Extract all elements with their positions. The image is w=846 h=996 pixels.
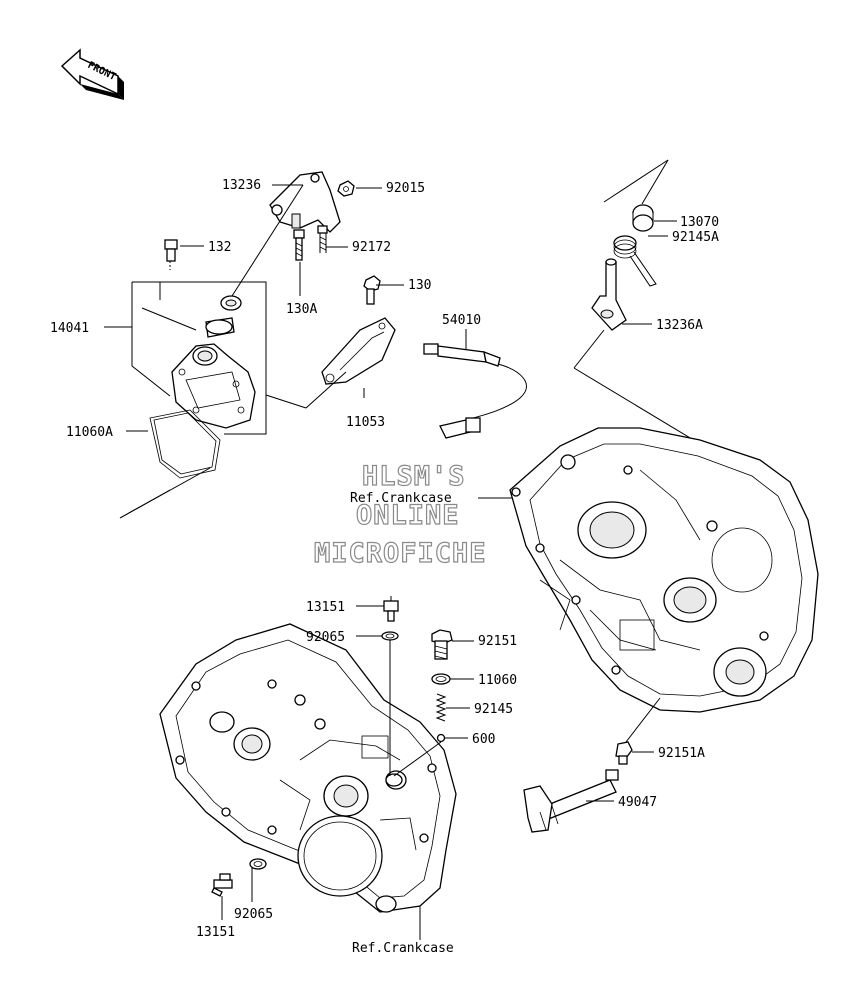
sensor-bracket-11053 (321, 317, 396, 385)
bolt-132 (164, 239, 178, 270)
bolt-92151 (431, 629, 453, 660)
bolt-130A (293, 229, 305, 261)
washer-11060 (431, 673, 451, 685)
gasket-11060A (149, 409, 221, 479)
crankcase-right (509, 427, 819, 713)
label-13151-lower: 13151 (196, 925, 235, 940)
label-130: 130 (408, 278, 431, 293)
leader (641, 159, 669, 205)
bracket-14041 (131, 281, 267, 435)
collar-13070 (632, 204, 654, 232)
label-13151-upper: 13151 (306, 600, 345, 615)
washer-92065-upper (381, 631, 399, 641)
lever-13236A (591, 258, 627, 331)
label-11060A: 11060A (66, 425, 113, 440)
spring-92145 (435, 693, 447, 722)
ref-crankcase-upper: Ref.Crankcase (350, 491, 452, 506)
leader-lines (104, 184, 677, 940)
label-92151: 92151 (478, 634, 517, 649)
switch-13151-lower (211, 873, 233, 897)
label-13236A: 13236A (656, 318, 703, 333)
part-labels: 13236 92015 132 92172 130A 14041 130 540… (50, 178, 719, 956)
label-11053: 11053 (346, 415, 385, 430)
label-600: 600 (472, 732, 495, 747)
pipe-fitting (385, 773, 403, 787)
watermark-line2: ONLINE (356, 500, 460, 531)
switch-13151-upper (383, 596, 399, 622)
shift-bracket-13236 (269, 171, 341, 233)
ball-600 (436, 733, 446, 743)
shift-cover-housing (171, 343, 256, 429)
front-arrow-icon: FRONT (60, 48, 124, 100)
label-92151A: 92151A (658, 746, 705, 761)
leader (573, 329, 605, 369)
seal-14041 (205, 295, 242, 338)
label-92065-lower: 92065 (234, 907, 273, 922)
watermark: HLSM'S ONLINE MICROFICHE (313, 460, 487, 569)
watermark-line1: HLSM'S (362, 461, 466, 492)
label-132: 132 (208, 240, 231, 255)
spring-92145A (613, 235, 657, 287)
label-92145: 92145 (474, 702, 513, 717)
label-13236: 13236 (222, 178, 261, 193)
washer-92065-lower (249, 858, 267, 870)
label-14041: 14041 (50, 321, 89, 336)
bolt-130 (363, 275, 381, 305)
bolt-92151A (615, 741, 633, 765)
label-130A: 130A (286, 302, 317, 317)
shift-shaft-49047 (523, 769, 619, 833)
leader (603, 159, 669, 203)
ref-crankcase-lower: Ref.Crankcase (352, 941, 454, 956)
label-11060: 11060 (478, 673, 517, 688)
label-54010: 54010 (442, 313, 481, 328)
label-13070: 13070 (680, 215, 719, 230)
label-49047: 49047 (618, 795, 657, 810)
bolt-92172 (317, 225, 328, 253)
watermark-line3: MICROFICHE (314, 538, 487, 569)
label-92065-upper: 92065 (306, 630, 345, 645)
nut-92015 (337, 180, 355, 197)
label-92015: 92015 (386, 181, 425, 196)
label-92145A: 92145A (672, 230, 719, 245)
sensor-54010 (423, 343, 527, 439)
crankcase-left (159, 623, 457, 913)
label-92172: 92172 (352, 240, 391, 255)
